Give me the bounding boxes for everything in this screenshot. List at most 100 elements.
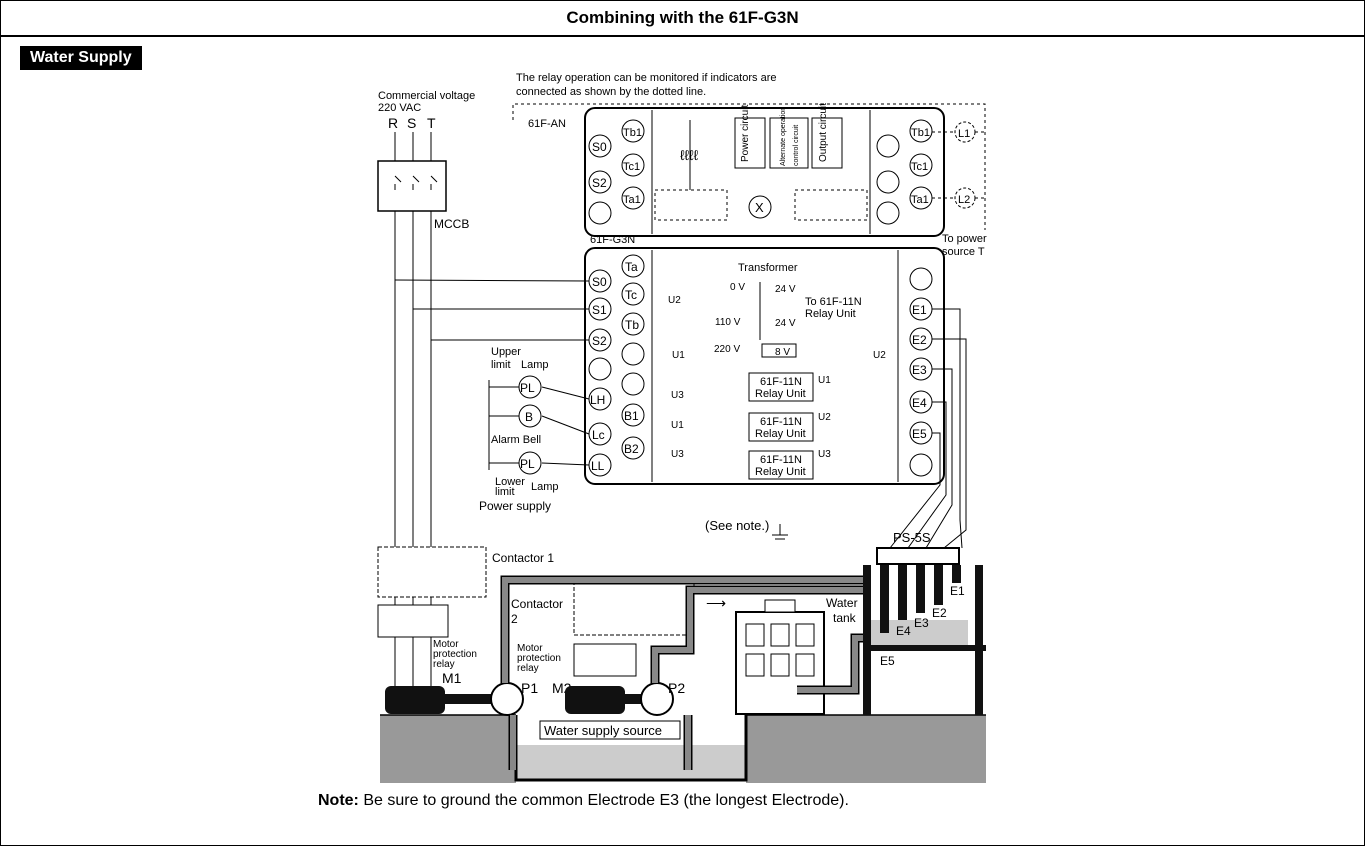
svg-text:LL: LL: [591, 459, 605, 473]
phase-s: S: [407, 115, 416, 131]
svg-text:PL: PL: [520, 457, 535, 471]
svg-text:Water: Water: [826, 596, 858, 610]
svg-text:Ta1: Ta1: [623, 194, 641, 206]
svg-text:24 V: 24 V: [775, 284, 796, 295]
alternate-circuit-box: [769, 117, 809, 169]
relay-units: 61F-11N Relay Unit 61F-11N Relay Unit 61…: [748, 372, 814, 480]
power-circuit-label: Power circuit: [740, 105, 751, 162]
g3n-unit: [584, 247, 945, 485]
svg-text:Tb1: Tb1: [911, 127, 930, 139]
power-supply-label: Power supply: [479, 499, 551, 513]
svg-text:Lc: Lc: [592, 428, 605, 442]
svg-text:LH: LH: [590, 393, 605, 407]
note-label: Note:: [318, 792, 359, 809]
pump-p1: [490, 682, 524, 716]
electrode-holder: [876, 547, 960, 565]
power-circuit-box: [734, 117, 766, 169]
svg-text:B1: B1: [624, 409, 639, 423]
svg-text:61F-11N: 61F-11N: [760, 376, 802, 388]
svg-text:B: B: [525, 410, 533, 424]
svg-text:limit: limit: [495, 486, 515, 498]
svg-text:U3: U3: [671, 390, 684, 401]
svg-text:Tc: Tc: [625, 288, 637, 302]
motor-m2: [565, 686, 625, 714]
svg-text:ℓℓℓℓ: ℓℓℓℓ: [680, 147, 699, 163]
section-tag: Water Supply: [20, 46, 142, 70]
svg-text:61F-11N: 61F-11N: [760, 454, 802, 466]
svg-text:Tc1: Tc1: [623, 161, 640, 173]
svg-text:S1: S1: [592, 303, 607, 317]
svg-text:Tc1: Tc1: [911, 161, 928, 173]
g3n-unit-label: 61F-G3N: [590, 234, 635, 246]
alternate-circuit-label: Alternate operation: [780, 107, 787, 166]
svg-text:E4: E4: [912, 396, 927, 410]
g3n-terminals-right: E1 E2 E3 E4 E5: [909, 267, 933, 477]
note-text: Be sure to ground the common Electrode E…: [358, 792, 849, 809]
svg-text:B2: B2: [624, 442, 639, 456]
svg-text:Relay Unit: Relay Unit: [755, 466, 806, 478]
svg-text:Lower: Lower: [495, 476, 525, 488]
mccb-label: MCCB: [434, 217, 469, 231]
svg-text:E5: E5: [912, 427, 927, 441]
contactor-1: [377, 546, 487, 598]
ps5s-label: PS-5S: [893, 530, 931, 545]
svg-text:Tb1: Tb1: [623, 127, 642, 139]
svg-text:U3: U3: [818, 449, 831, 460]
svg-text:Tb: Tb: [625, 318, 639, 332]
svg-text:E2: E2: [932, 606, 947, 620]
footnote: Note: Be sure to ground the common Elect…: [318, 792, 849, 810]
svg-text:Contactor: Contactor: [511, 597, 563, 611]
svg-text:⟶: ⟶: [706, 595, 726, 611]
transformer-label: Transformer: [738, 262, 798, 274]
monitor-note-2: connected as shown by the dotted line.: [516, 86, 706, 98]
monitor-note-1: The relay operation can be monitored if …: [516, 72, 776, 84]
reservoir-water: [516, 745, 746, 781]
svg-text:2: 2: [511, 612, 518, 626]
svg-text:control circuit: control circuit: [793, 125, 800, 166]
svg-text:U3: U3: [671, 449, 684, 460]
svg-text:Contactor 1: Contactor 1: [492, 551, 554, 565]
svg-text:Lamp: Lamp: [531, 481, 559, 493]
svg-text:protection: protection: [433, 649, 477, 660]
svg-text:E1: E1: [950, 584, 965, 598]
svg-text:Ta: Ta: [625, 260, 638, 274]
an-unit-label: 61F-AN: [528, 118, 566, 130]
svg-text:S0: S0: [592, 275, 607, 289]
phase-t: T: [427, 115, 436, 131]
motor-m1: [385, 686, 445, 714]
svg-text:relay: relay: [433, 659, 455, 670]
svg-text:Relay Unit: Relay Unit: [755, 388, 806, 400]
commercial-voltage: Commercial voltage: [378, 90, 475, 102]
svg-text:110 V: 110 V: [715, 317, 741, 328]
svg-text:U2: U2: [668, 295, 681, 306]
motor-protection-relay-1: [377, 604, 449, 638]
output-circuit-label: Output circuit: [818, 103, 829, 162]
water-source-label: Water supply source: [544, 723, 662, 738]
svg-text:U1: U1: [671, 420, 684, 431]
svg-text:S2: S2: [592, 176, 607, 190]
svg-text:Ta1: Ta1: [911, 194, 929, 206]
svg-text:limit: limit: [491, 359, 511, 371]
to-power-2: source T: [942, 246, 985, 258]
svg-text:U1: U1: [818, 375, 831, 386]
to-power-1: To power: [942, 233, 987, 245]
svg-text:E3: E3: [912, 363, 927, 377]
voltage-value: 220 VAC: [378, 102, 421, 114]
svg-text:Alarm Bell: Alarm Bell: [491, 434, 541, 446]
page-title: Combining with the 61F-G3N: [1, 1, 1364, 37]
svg-text:220 V: 220 V: [714, 344, 740, 355]
svg-text:protection: protection: [517, 653, 561, 664]
svg-text:L2: L2: [958, 194, 970, 206]
to-relay-2: Relay Unit: [805, 308, 856, 320]
svg-text:relay: relay: [517, 663, 539, 674]
to-relay-1: To 61F-11N: [805, 296, 862, 308]
svg-text:X: X: [755, 200, 764, 215]
an-terminals-left: S0 S2 Tb1 Tc1 Ta1: [588, 119, 645, 225]
contactor-2: [573, 582, 695, 636]
svg-text:Relay Unit: Relay Unit: [755, 428, 806, 440]
svg-text:P1: P1: [521, 680, 538, 696]
svg-text:M1: M1: [442, 670, 462, 686]
svg-text:P2: P2: [668, 680, 685, 696]
svg-text:61F-11N: 61F-11N: [760, 416, 802, 428]
